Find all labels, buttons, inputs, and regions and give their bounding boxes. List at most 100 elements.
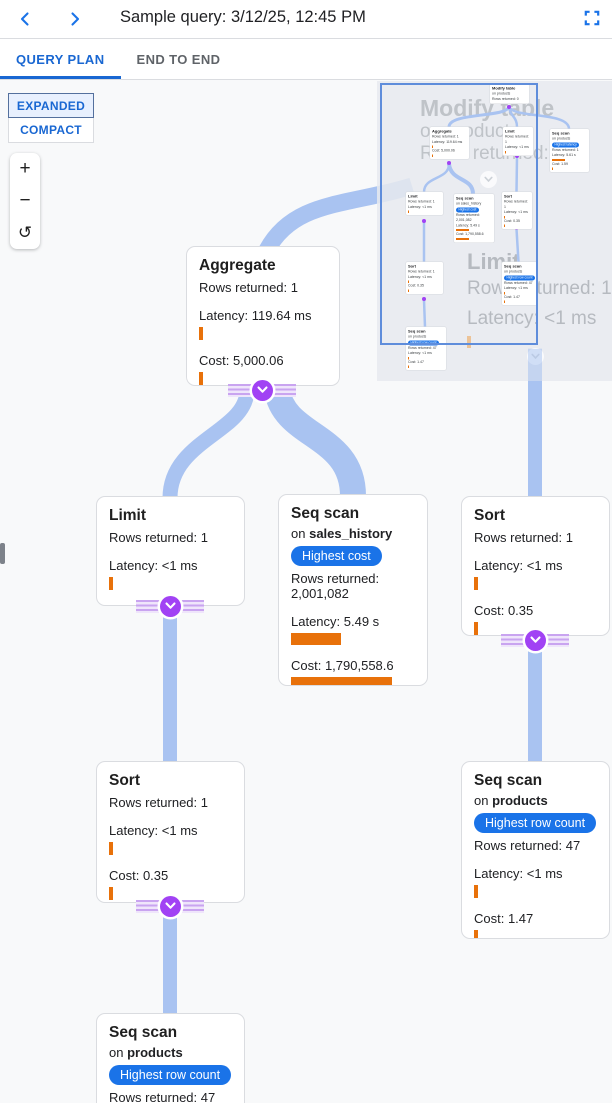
cost-bar xyxy=(109,887,113,900)
collapse-button[interactable] xyxy=(159,595,181,617)
latency-bar xyxy=(474,885,478,898)
node-title: Seq scan xyxy=(291,505,360,522)
minimap[interactable]: Modify table on products Rows returned: … xyxy=(377,81,612,381)
node-rows: Rows returned: 47 xyxy=(109,1090,216,1103)
chevron-down-icon xyxy=(164,902,176,909)
latency-bar xyxy=(291,633,341,645)
node-cost: Cost: 5,000.06 xyxy=(199,353,284,368)
latency-bar xyxy=(109,842,113,855)
node-title: Sort xyxy=(474,507,505,524)
plan-node-seq-scan-products-right[interactable]: Seq scan on products Highest row count R… xyxy=(461,761,610,939)
highest-row-count-badge: Highest row count xyxy=(474,813,597,833)
fullscreen-button[interactable] xyxy=(582,8,602,28)
collapse-control-aggregate xyxy=(228,379,296,401)
compact-button[interactable]: COMPACT xyxy=(8,118,94,143)
minimap-viewport[interactable] xyxy=(380,83,538,345)
query-plan-canvas[interactable]: Aggregate Rows returned: 1 Latency: 119.… xyxy=(0,80,612,1103)
zoom-out-button[interactable]: − xyxy=(19,190,31,211)
plan-node-seq-scan-sales-history[interactable]: Seq scan on sales_history Highest cost R… xyxy=(278,494,428,686)
cost-bar xyxy=(199,372,203,385)
node-latency: Latency: 119.64 ms xyxy=(199,308,312,323)
node-table: on products xyxy=(474,793,548,808)
minimap-badge: Highest row count xyxy=(408,340,440,346)
chevron-down-icon xyxy=(529,636,541,643)
faded-collapse-button xyxy=(480,171,497,188)
node-rows: Rows returned: 47 xyxy=(474,838,581,853)
plan-node-limit[interactable]: Limit Rows returned: 1 Latency: <1 ms xyxy=(96,496,245,606)
chevron-left-icon xyxy=(20,12,29,26)
expanded-button[interactable]: EXPANDED xyxy=(8,93,94,118)
node-latency: Latency: <1 ms xyxy=(474,866,563,881)
plan-node-sort-left[interactable]: Sort Rows returned: 1 Latency: <1 ms Cos… xyxy=(96,761,245,903)
cost-bar xyxy=(474,622,478,635)
zoom-controls: + − ↺ xyxy=(10,153,40,249)
minimap-badge: Highest cost xyxy=(456,207,479,213)
node-cost: Cost: 1,790,558.6 xyxy=(291,658,394,673)
tab-bar: QUERY PLAN END TO END xyxy=(0,39,612,80)
header: Sample query: 3/12/25, 12:45 PM xyxy=(0,0,612,39)
collapse-button[interactable] xyxy=(159,895,181,917)
collapse-control-limit xyxy=(136,595,204,617)
node-latency: Latency: <1 ms xyxy=(109,823,198,838)
node-latency: Latency: 5.49 s xyxy=(291,614,380,629)
tab-end-to-end[interactable]: END TO END xyxy=(136,51,221,67)
minimap-badge: Highest latency xyxy=(552,142,580,148)
collapse-button[interactable] xyxy=(251,379,273,401)
plan-node-aggregate[interactable]: Aggregate Rows returned: 1 Latency: 119.… xyxy=(186,246,340,386)
previous-sample-button[interactable] xyxy=(15,9,35,29)
reset-view-button[interactable]: ↺ xyxy=(10,217,40,249)
node-latency: Latency: <1 ms xyxy=(474,558,563,573)
node-latency: Latency: <1 ms xyxy=(109,558,198,573)
layout-toggle-group: EXPANDED COMPACT xyxy=(8,93,94,143)
rotate-ccw-icon: ↺ xyxy=(17,223,33,242)
chevron-right-icon xyxy=(71,12,80,26)
node-rows: Rows returned: 1 xyxy=(474,530,573,545)
collapse-control-sort-right xyxy=(501,629,569,651)
node-rows: Rows returned: 1 xyxy=(109,530,208,545)
faded-edge xyxy=(528,349,542,381)
node-cost: Cost: 1.47 xyxy=(474,911,534,926)
chevron-down-icon xyxy=(256,386,268,393)
fullscreen-icon xyxy=(584,10,600,26)
page-title: Sample query: 3/12/25, 12:45 PM xyxy=(120,8,366,26)
node-table: on sales_history xyxy=(291,526,393,541)
zoom-in-button[interactable]: + xyxy=(19,158,31,179)
highest-cost-badge: Highest cost xyxy=(291,546,382,566)
chevron-down-icon xyxy=(164,602,176,609)
node-rows: Rows returned: 1 xyxy=(199,280,298,295)
faded-latency-bar xyxy=(467,335,471,348)
scrollbar-thumb[interactable] xyxy=(0,543,5,564)
node-title: Sort xyxy=(109,772,140,789)
node-cost: Cost: 0.35 xyxy=(109,868,169,883)
cost-bar xyxy=(474,930,478,938)
tab-query-plan[interactable]: QUERY PLAN xyxy=(0,39,121,79)
minimap-badge: Highest row count xyxy=(504,275,536,281)
collapse-control-sort-left xyxy=(136,895,204,917)
node-title: Seq scan xyxy=(474,772,543,789)
node-title: Aggregate xyxy=(199,257,276,274)
collapse-button[interactable] xyxy=(524,629,546,651)
next-sample-button[interactable] xyxy=(65,9,85,29)
latency-bar xyxy=(199,327,203,340)
node-title: Limit xyxy=(109,507,147,524)
latency-bar xyxy=(109,577,113,590)
node-cost: Cost: 0.35 xyxy=(474,603,534,618)
node-rows: Rows returned: 1 xyxy=(109,795,208,810)
node-table: on products xyxy=(109,1045,183,1060)
cost-bar xyxy=(291,677,392,685)
plan-node-seq-scan-products-bottom[interactable]: Seq scan on products Highest row count R… xyxy=(96,1013,245,1103)
highest-row-count-badge: Highest row count xyxy=(109,1065,232,1085)
plan-node-sort-right[interactable]: Sort Rows returned: 1 Latency: <1 ms Cos… xyxy=(461,496,610,636)
latency-bar xyxy=(474,577,478,590)
